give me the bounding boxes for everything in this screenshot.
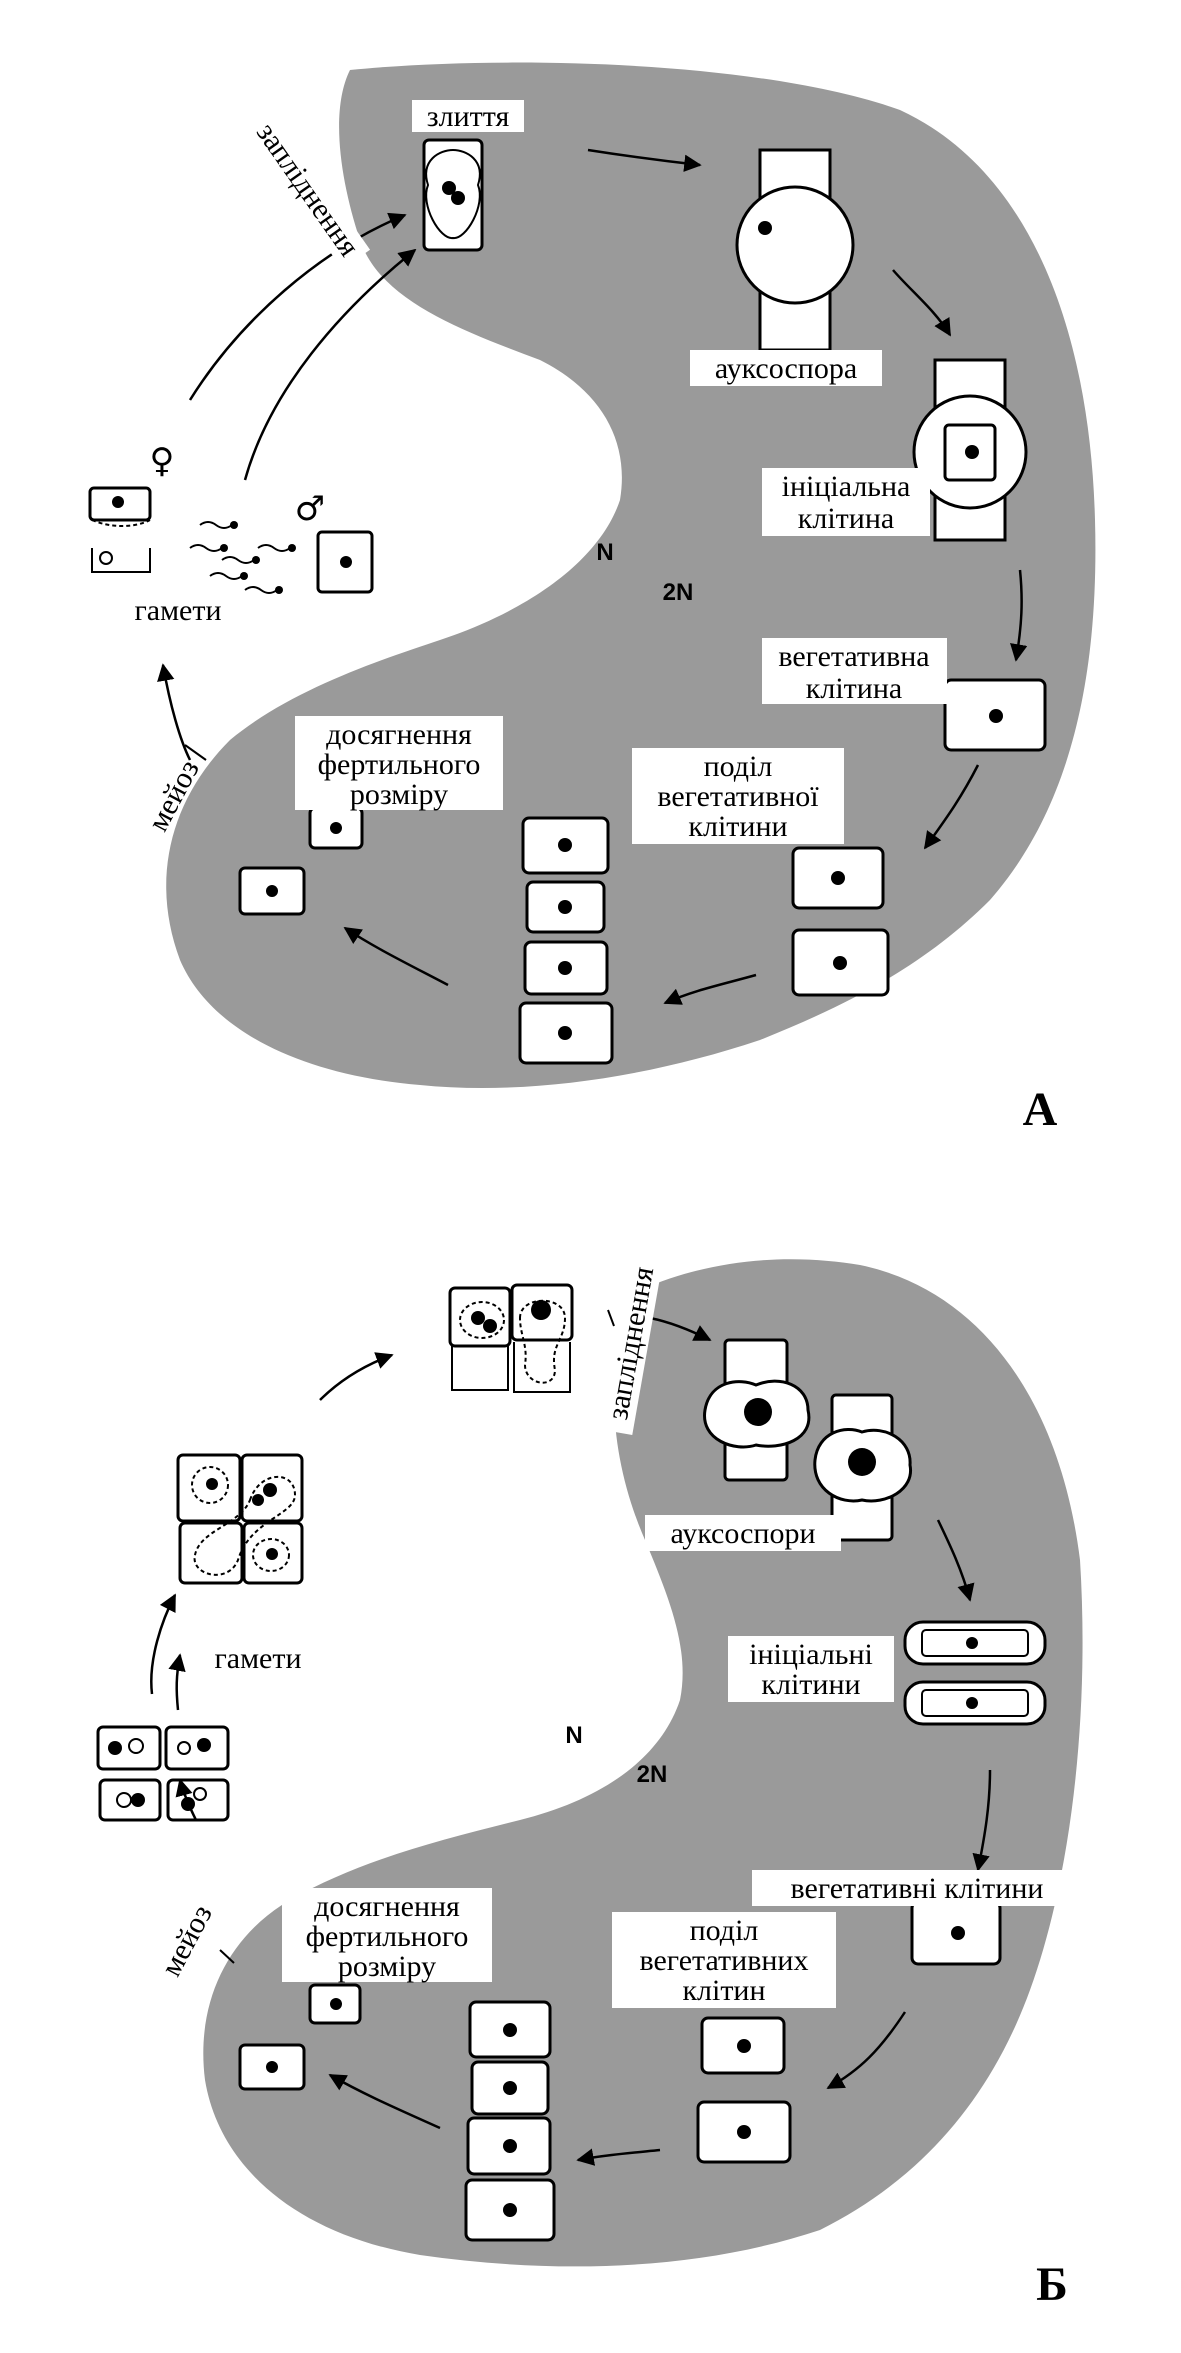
panel-letter-b: Б <box>1036 2258 1068 2311</box>
female-symbol: ♀ <box>150 441 175 481</box>
gamete-cells-b3 <box>448 1283 574 1393</box>
division-label-3: клітини <box>688 810 787 843</box>
fusion-cell <box>422 138 484 252</box>
fertile-size-label-3: розміру <box>350 778 448 811</box>
gametes-label-b: гамети <box>214 1642 301 1675</box>
auxospore-label: ауксоспора <box>715 352 857 385</box>
vegetative-cell-a <box>943 678 1047 752</box>
fertile-cells-a <box>238 806 364 916</box>
arrows-b <box>150 1316 992 2166</box>
diploid-label-a: 2N <box>663 579 694 606</box>
gamete-cells-a <box>88 486 374 594</box>
initial-cells-label-1: ініціальні <box>749 1638 873 1671</box>
meiosis-tick-a <box>184 744 207 761</box>
gamete-cells-b2 <box>176 1453 304 1585</box>
initial-cells-b <box>903 1620 1047 1726</box>
fusion-label: злиття <box>427 100 510 133</box>
meiosis-label-b: мейоз <box>154 1900 218 1982</box>
auxospores-b <box>703 1338 912 1542</box>
division-label-2: вегетативної <box>657 780 819 813</box>
divided-cells-b <box>696 2016 792 2164</box>
vegetative-cell-label-1: вегетативна <box>778 640 929 673</box>
panel-b: запліднення ауксоспори ініціальні клітин… <box>96 1251 1083 2311</box>
fertile-size-label-b-3: розміру <box>338 1950 436 1983</box>
auxospores-label: ауксоспори <box>670 1517 815 1550</box>
panel-a: злиття запліднення ауксоспора ініціальна… <box>88 62 1096 1136</box>
sperm-cells-a <box>189 521 296 594</box>
fertile-size-label-b-1: досягнення <box>314 1890 460 1923</box>
cell-stack-b <box>464 2000 556 2242</box>
meiosis-tick-b <box>219 1949 235 1964</box>
male-symbol: ♂ <box>295 489 325 529</box>
arrows-a <box>157 148 1028 1005</box>
initial-cell <box>912 358 1028 542</box>
fertile-size-label-2: фертильного <box>318 748 481 781</box>
division-label-b-1: поділ <box>690 1914 759 1947</box>
panel-letter-a: А <box>1023 1083 1058 1136</box>
initial-cells-label-2: клітини <box>761 1668 860 1701</box>
cell-stack-a <box>518 816 614 1065</box>
vegetative-cell-b <box>910 1900 1002 1966</box>
initial-cell-label-2: клітина <box>798 502 894 535</box>
diploid-label-b: 2N <box>637 1761 668 1788</box>
vegetative-cell-label-2: клітина <box>806 672 902 705</box>
divided-cells-a <box>791 846 890 997</box>
vegetative-cells-label: вегетативні клітини <box>791 1872 1044 1905</box>
diploid-region-a <box>166 62 1096 1089</box>
initial-cell-label-1: ініціальна <box>782 470 911 503</box>
fertilization-tick-b <box>607 1309 615 1327</box>
gametes-label-a: гамети <box>134 594 221 627</box>
fertile-size-label-b-2: фертильного <box>306 1920 469 1953</box>
haploid-label-a: N <box>596 539 613 566</box>
division-label-1: поділ <box>704 750 773 783</box>
fertile-size-label-1: досягнення <box>326 718 472 751</box>
division-label-b-2: вегетативних <box>640 1944 809 1977</box>
fertile-cells-b <box>238 1983 362 2091</box>
haploid-label-b: N <box>565 1722 582 1749</box>
gamete-cells-b1 <box>96 1725 230 1822</box>
division-label-b-3: клітин <box>682 1974 765 2007</box>
